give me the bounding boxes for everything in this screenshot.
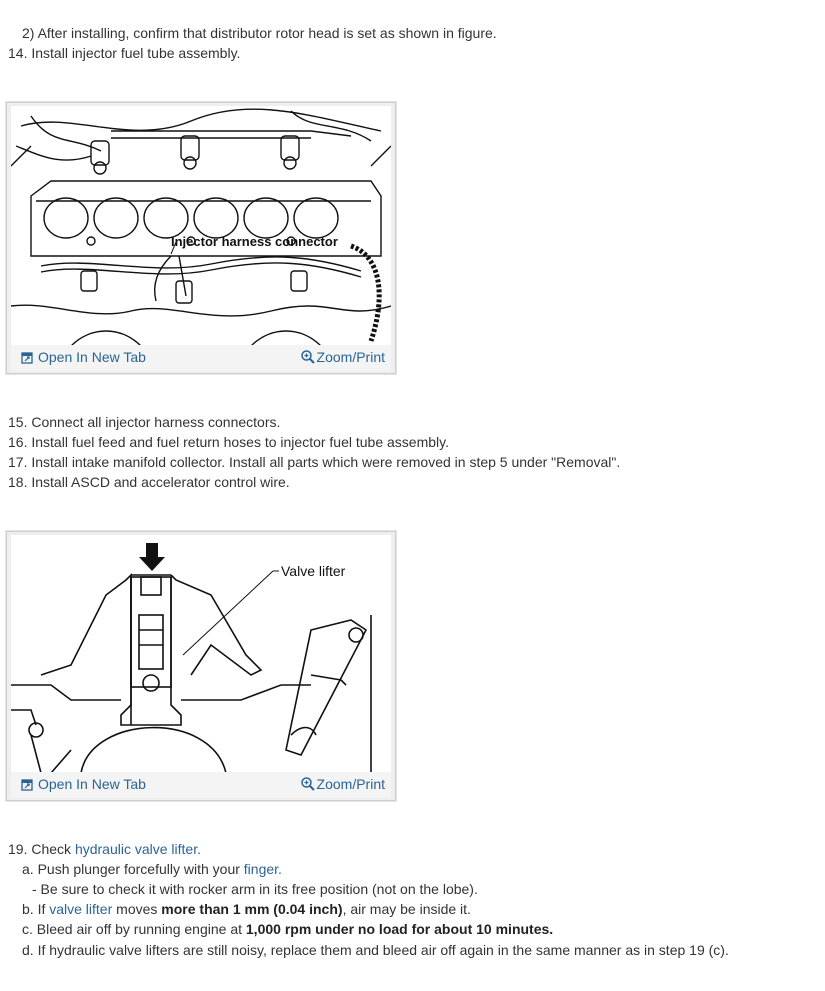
open-in-new-tab-link[interactable]: Open In New Tab (21, 776, 146, 792)
step-19a-suffix: . (278, 861, 282, 877)
finger-link[interactable]: finger (243, 861, 279, 877)
step-19c-prefix: c. Bleed air off by running engine at (22, 921, 246, 937)
figure-image[interactable]: Valve lifter (11, 535, 391, 773)
step-19c-bold: 1,000 rpm under no load for about 10 min… (245, 921, 554, 937)
figure-valve-lifter: Valve lifter Open In New Tab Zoom/Print (6, 531, 396, 801)
step-19b-bold: more than 1 mm (0.04 inch) (161, 901, 343, 917)
step-19b: b. If valve lifter moves more than 1 mm … (22, 899, 471, 919)
step-19-suffix: . (197, 841, 201, 857)
open-in-new-tab-icon (21, 779, 33, 791)
zoom-print-link[interactable]: Zoom/Print (300, 349, 385, 365)
step-19d: d. If hydraulic valve lifters are still … (22, 942, 729, 958)
step-16: 16. Install fuel feed and fuel return ho… (8, 434, 449, 450)
step-17: 17. Install intake manifold collector. I… (8, 454, 621, 470)
step-19a-prefix: a. Push plunger forcefully with your (22, 861, 244, 877)
valve-lifter-diagram: Valve lifter (11, 535, 391, 773)
step-19a: a. Push plunger forcefully with your fin… (22, 859, 282, 879)
open-in-new-tab-label: Open In New Tab (38, 349, 146, 365)
figure-toolbar: Open In New Tab Zoom/Print (11, 772, 391, 798)
step-18: 18. Install ASCD and accelerator control… (8, 474, 290, 490)
magnifier-icon (300, 777, 315, 791)
valve-lifter-link[interactable]: valve lifter (49, 901, 113, 917)
figure-image[interactable]: Injector harness connector (11, 106, 391, 346)
step-15: 15. Connect all injector harness connect… (8, 414, 281, 430)
callout-label: Valve lifter (281, 563, 346, 579)
magnifier-icon (300, 350, 315, 364)
callout-label: Injector harness connector (171, 234, 338, 249)
zoom-print-link[interactable]: Zoom/Print (300, 776, 385, 792)
figure-injector-harness: Injector harness connector Open In New T… (6, 102, 396, 374)
step-13-sub-2: 2) After installing, confirm that distri… (22, 25, 497, 41)
step-19: 19. Check hydraulic valve lifter. (8, 839, 201, 859)
open-in-new-tab-label: Open In New Tab (38, 776, 146, 792)
figure-toolbar: Open In New Tab Zoom/Print (11, 345, 391, 371)
step-19b-prefix: b. If (22, 901, 50, 917)
step-19b-mid: moves (112, 901, 162, 917)
step-19b-suffix: , air may be inside it. (342, 901, 471, 917)
step-14: 14. Install injector fuel tube assembly. (8, 45, 241, 61)
hydraulic-valve-lifter-link[interactable]: hydraulic valve lifter (74, 841, 198, 857)
open-in-new-tab-link[interactable]: Open In New Tab (21, 349, 146, 365)
zoom-print-label: Zoom/Print (316, 349, 385, 365)
step-19-prefix: 19. Check (8, 841, 75, 857)
step-19a-note: - Be sure to check it with rocker arm in… (32, 881, 478, 897)
zoom-print-label: Zoom/Print (316, 776, 385, 792)
step-19c: c. Bleed air off by running engine at 1,… (22, 919, 553, 939)
injector-diagram: Injector harness connector (11, 106, 391, 346)
open-in-new-tab-icon (21, 352, 33, 364)
